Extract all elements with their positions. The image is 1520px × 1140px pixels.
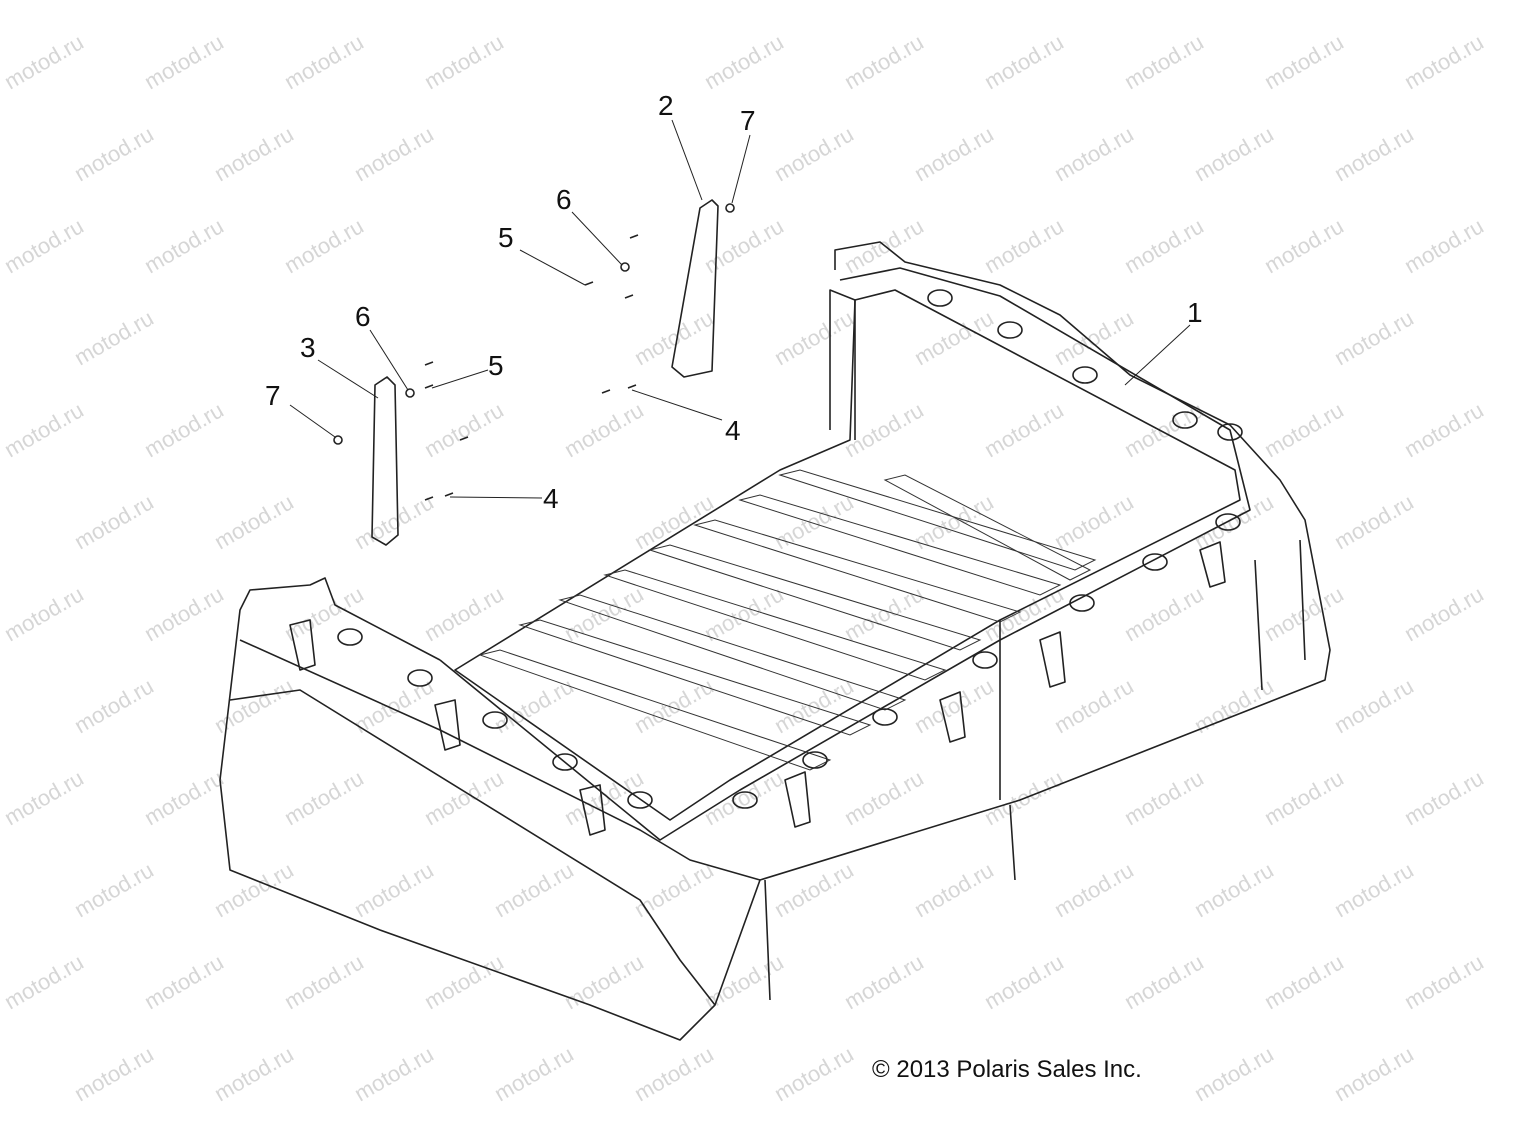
copyright-notice: © 2013 Polaris Sales Inc. <box>872 1056 1142 1083</box>
leader-lines <box>289 119 1191 499</box>
callout-6: 6 <box>556 184 572 215</box>
bracket-right <box>671 199 719 378</box>
callout-6: 6 <box>355 301 371 332</box>
callout-4: 4 <box>543 483 559 514</box>
callout-3: 3 <box>300 332 316 363</box>
hardware <box>333 203 735 501</box>
callout-5: 5 <box>498 222 514 253</box>
bracket-left <box>371 376 399 546</box>
callout-7: 7 <box>740 105 756 136</box>
callout-1: 1 <box>1187 297 1203 328</box>
cargo-box <box>219 241 1331 1041</box>
callout-5: 5 <box>488 350 504 381</box>
callout-7: 7 <box>265 380 281 411</box>
callout-2: 2 <box>658 90 674 121</box>
callout-4: 4 <box>725 415 741 446</box>
